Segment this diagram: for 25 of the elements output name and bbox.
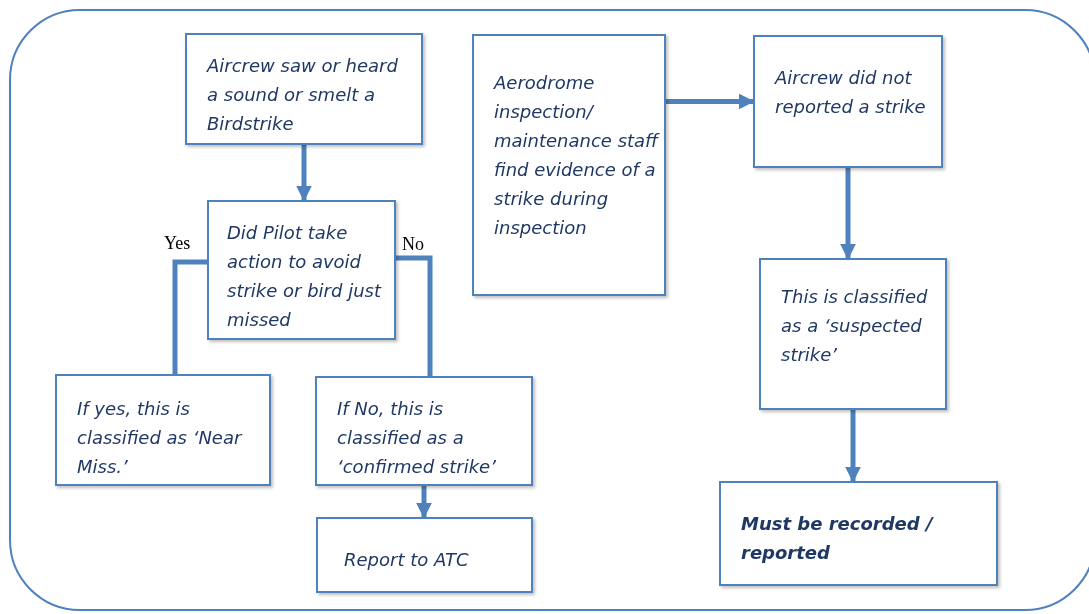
box-text: Aircrew did not reported a strike	[775, 66, 927, 119]
process-box	[472, 34, 666, 296]
box-text: Report to ATC	[344, 548, 470, 572]
process-box	[316, 517, 533, 593]
process-box	[719, 481, 998, 586]
connector-line	[396, 255, 433, 376]
connector-line	[172, 259, 207, 374]
box-text: If No, this is classified as a ‘confirmed strike’	[337, 397, 497, 479]
process-box	[759, 258, 947, 410]
box-text: Must be recorded / reported	[741, 512, 935, 565]
box-text: Did Pilot take action to avoid strike or bird just missed	[227, 221, 383, 332]
process-box	[315, 376, 533, 486]
process-box	[207, 200, 396, 340]
box-text: This is classified as a ‘suspected strike’	[781, 285, 929, 367]
arrow	[296, 145, 312, 202]
box-text: If yes, this is classified as ‘Near Miss.’	[77, 397, 244, 479]
arrow	[840, 168, 856, 260]
process-box	[753, 35, 943, 168]
arrow	[845, 410, 861, 483]
arrow	[416, 486, 432, 519]
box-text: Aerodrome inspection/ maintenance staff find evidence of a strike during inspection	[494, 71, 659, 240]
process-box	[55, 374, 271, 486]
arrow	[666, 93, 755, 110]
box-text: Aircrew saw or heard a sound or smelt a Birdstrike	[207, 54, 399, 136]
process-box	[185, 33, 423, 145]
